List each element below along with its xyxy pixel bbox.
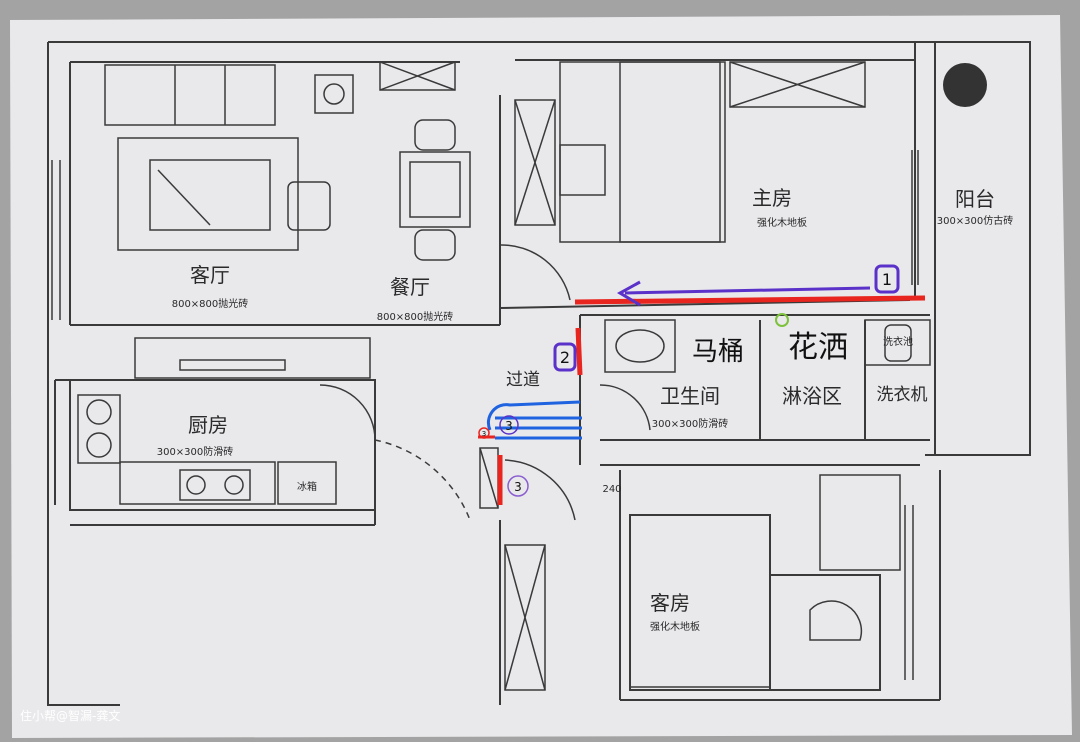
- svg-text:3: 3: [514, 480, 522, 494]
- storage-cross: [379, 61, 456, 91]
- marker-3-a: 3: [499, 415, 519, 435]
- master-wardrobe: [514, 61, 866, 226]
- marker-3-c: 3: [507, 475, 529, 497]
- guest-wardrobe: [504, 544, 546, 691]
- washer-label: 洗衣机: [877, 385, 928, 405]
- marker-2: 2: [553, 342, 577, 372]
- shower-area-label: 淋浴区: [782, 384, 842, 408]
- laundry-sink-label: 洗衣池: [883, 335, 913, 348]
- coffee-table-rug: [117, 137, 299, 251]
- guest-room-floor: 强化木地板: [650, 620, 700, 633]
- blue-marks: [486, 400, 582, 440]
- dining-room-label: 餐厅: [390, 275, 430, 299]
- master-room-floor: 强化木地板: [757, 216, 807, 229]
- master-bed: [559, 61, 726, 243]
- svg-text:3: 3: [505, 419, 513, 433]
- kitchen-counter: [77, 384, 376, 505]
- svg-text:2: 2: [560, 348, 570, 367]
- fridge-label: 冰箱: [297, 480, 317, 493]
- living-room-floor: 800×800抛光砖: [172, 297, 249, 310]
- tv-unit: [134, 337, 371, 379]
- shower-annotation: 花洒: [788, 330, 848, 365]
- dimension-label: 240: [602, 484, 621, 495]
- guest-bed: [629, 474, 901, 688]
- purple-arrow: [616, 280, 871, 307]
- watermark: 住小帮@智漏-龚文: [20, 708, 120, 723]
- sofa: [104, 64, 276, 126]
- svg-text:1: 1: [882, 270, 892, 289]
- kitchen-label: 厨房: [188, 413, 228, 437]
- kitchen-floor: 300×300防滑砖: [157, 445, 234, 458]
- living-room-label: 客厅: [190, 263, 230, 287]
- paper-sheet: [10, 15, 1072, 738]
- bathroom-fixtures: [599, 319, 931, 431]
- armchair: [287, 181, 331, 231]
- green-shower-mark: [775, 313, 789, 327]
- toilet-annotation: 马桶: [692, 337, 744, 367]
- svg-text:3: 3: [482, 430, 486, 438]
- bathroom-floor: 300×300防滑砖: [652, 417, 729, 430]
- corridor-label: 过道: [506, 370, 540, 390]
- balcony-plant-icon: [943, 63, 987, 107]
- balcony-windows: [51, 150, 919, 680]
- dining-room-floor: 800×800抛光砖: [377, 310, 454, 323]
- bathroom-label: 卫生间: [660, 384, 720, 408]
- marker-3-b: 3: [478, 427, 490, 439]
- balcony-label: 阳台: [955, 187, 995, 211]
- guest-room-label: 客房: [650, 591, 690, 615]
- tv-cabinet: [314, 74, 354, 114]
- balcony-floor: 300×300仿古砖: [937, 214, 1014, 227]
- marker-1: 1: [874, 264, 900, 294]
- master-door-swing: [499, 244, 571, 301]
- master-room-label: 主房: [752, 186, 792, 210]
- dining-table: [399, 119, 471, 261]
